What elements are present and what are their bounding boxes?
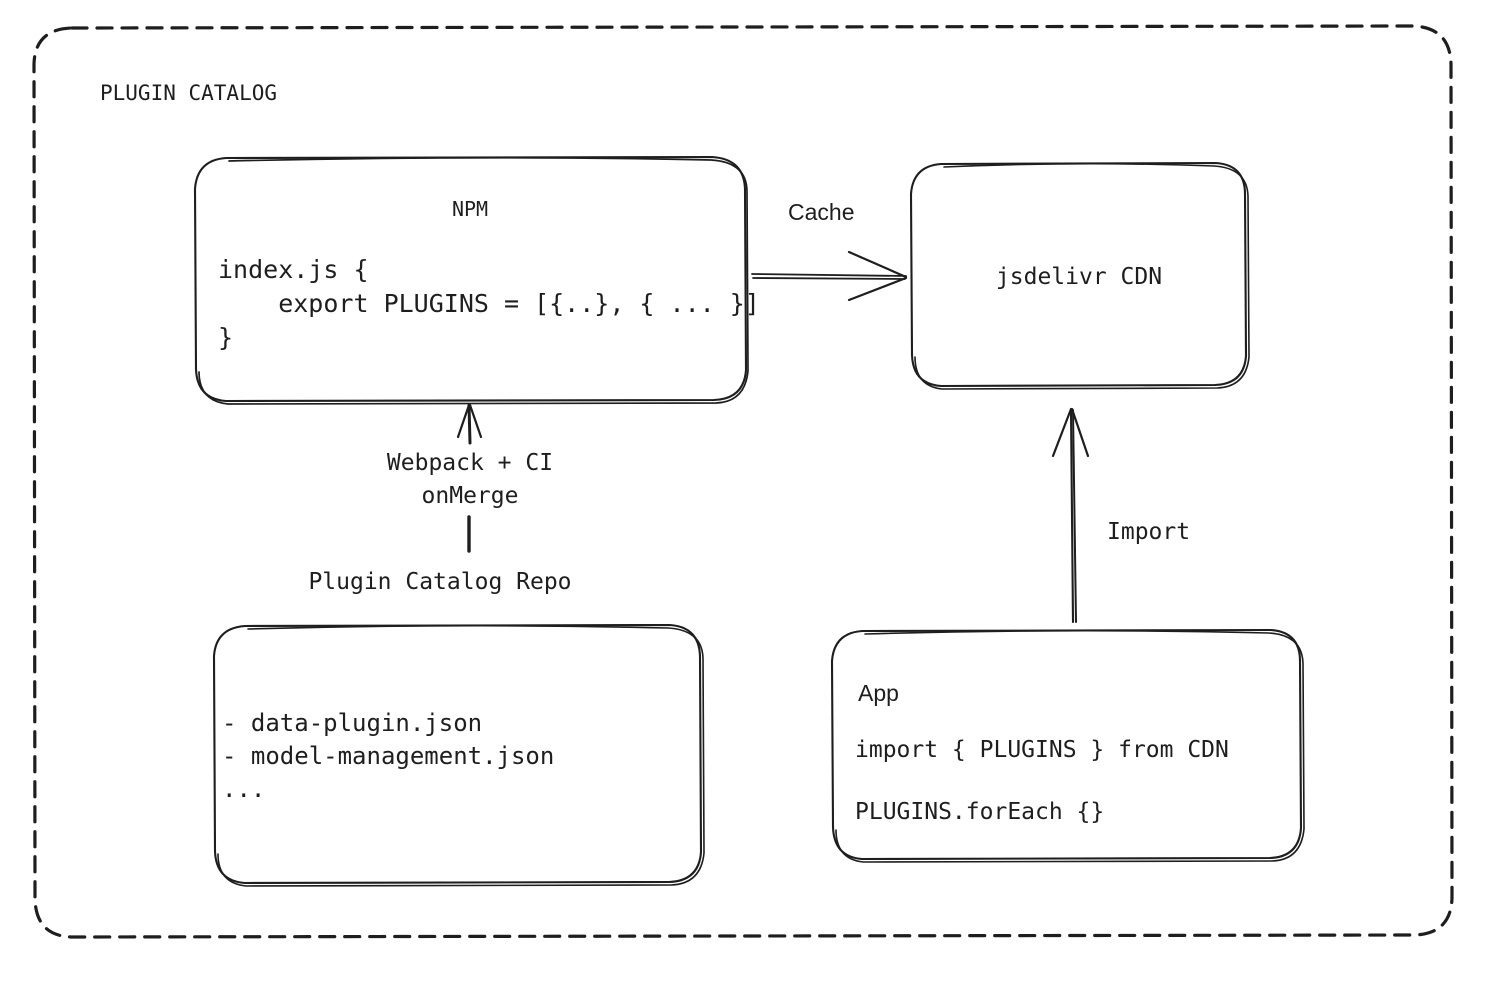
- import-arrow: [1051, 407, 1090, 624]
- import-edge-label: Import: [1107, 519, 1191, 545]
- app-node-foreach-line: PLUGINS.forEach {}: [855, 799, 1105, 825]
- cache-arrow: [751, 250, 908, 302]
- repo-node-file-list: - data-plugin.json - model-management.js…: [222, 709, 555, 803]
- npm-node-code: index.js { export PLUGINS = [{..}, { ...…: [218, 255, 760, 352]
- repo-node-heading: Plugin Catalog Repo: [308, 569, 572, 595]
- webpack-edge-label: Webpack + CI onMerge: [386, 450, 554, 510]
- cache-edge-label: Cache: [788, 199, 855, 225]
- group-title: PLUGIN CATALOG: [100, 81, 278, 105]
- app-node-title: App: [858, 680, 899, 706]
- npm-node-title: NPM: [451, 197, 489, 221]
- app-node-import-line: import { PLUGINS } from CDN: [855, 737, 1229, 763]
- cdn-node-title: jsdelivr CDN: [995, 264, 1163, 290]
